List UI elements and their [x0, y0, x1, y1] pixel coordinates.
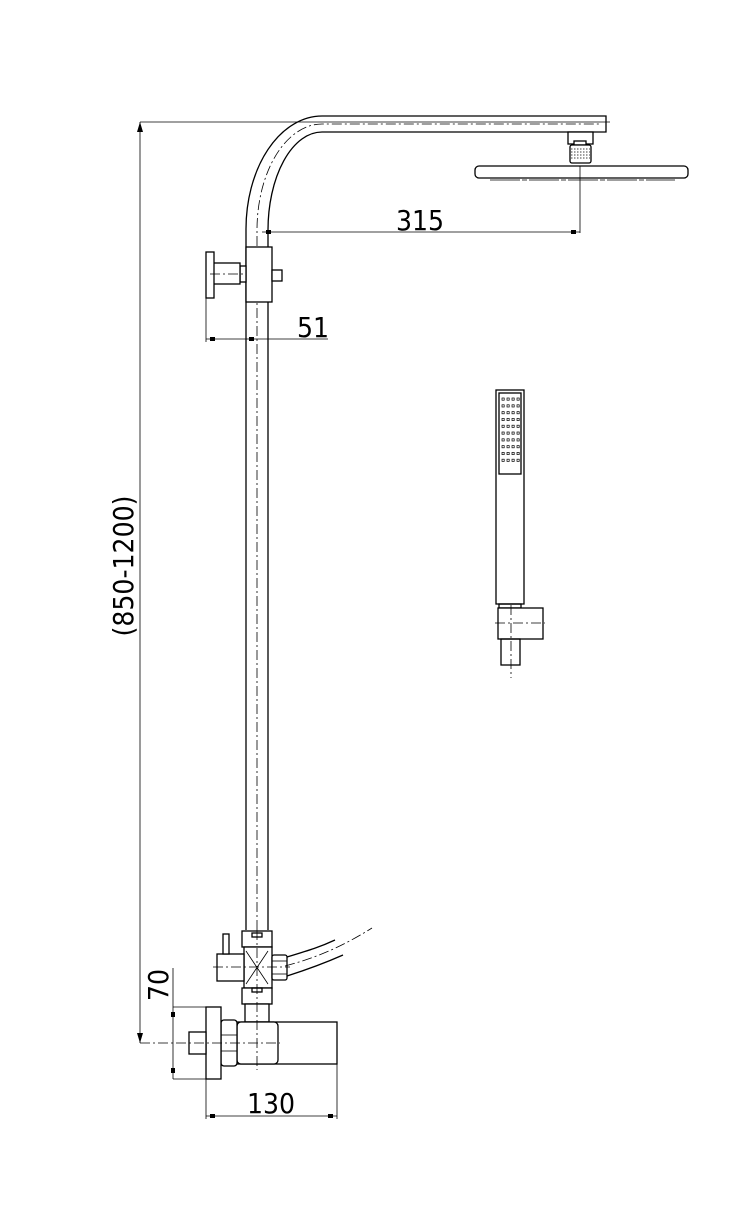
spray-nozzle — [501, 424, 505, 428]
spray-nozzle — [511, 397, 515, 401]
spray-nozzle — [516, 452, 520, 455]
valve-width-label: 130 — [247, 1087, 295, 1120]
diverter-offset-label: 51 — [297, 311, 329, 344]
spray-nozzle — [516, 418, 520, 421]
riser-pipe — [245, 115, 607, 930]
diverter-offset-dimension: 51 — [205, 298, 329, 344]
spray-nozzle — [511, 452, 515, 455]
spray-nozzle — [501, 411, 505, 415]
spray-nozzle — [506, 458, 510, 462]
height-dimension: (850-1200) — [107, 121, 610, 1043]
inlet-height-label: 70 — [142, 969, 175, 1001]
arm-reach-label: 315 — [396, 204, 444, 237]
spray-nozzle — [511, 438, 515, 442]
diverter-valve — [205, 246, 283, 303]
spray-nozzle — [516, 431, 520, 435]
spray-nozzle — [501, 452, 505, 455]
spray-nozzle — [516, 458, 520, 462]
spray-nozzle — [506, 404, 510, 408]
height-range-label: (850-1200) — [107, 496, 140, 637]
spray-nozzle — [506, 452, 510, 455]
spray-nozzle — [511, 445, 515, 449]
spray-nozzle — [511, 411, 515, 415]
rain-shower-head — [474, 131, 689, 181]
spray-nozzle — [511, 418, 515, 421]
spray-nozzle — [516, 424, 520, 428]
inlet-height-dimension: 70 — [142, 968, 206, 1080]
mixer-tee — [213, 927, 373, 1023]
spray-nozzle — [501, 458, 505, 462]
spray-nozzle — [516, 397, 520, 401]
spray-nozzle — [511, 424, 515, 428]
spray-nozzle — [506, 418, 510, 421]
spray-nozzle — [511, 404, 515, 408]
spray-nozzle — [501, 418, 505, 421]
arm-reach-dimension: 315 — [262, 166, 581, 237]
hand-shower — [495, 389, 545, 678]
spray-nozzle — [516, 438, 520, 442]
spray-nozzle — [501, 397, 505, 401]
spray-nozzle — [506, 438, 510, 442]
spray-nozzle — [501, 445, 505, 449]
spray-nozzle — [506, 445, 510, 449]
spray-nozzle — [501, 404, 505, 408]
spray-nozzle — [516, 445, 520, 449]
spray-nozzle — [506, 397, 510, 401]
spray-nozzle — [511, 458, 515, 462]
angle-valve — [140, 930, 338, 1080]
valve-width-dimension: 130 — [205, 1064, 338, 1120]
spray-nozzle — [511, 431, 515, 435]
spray-nozzle — [516, 411, 520, 415]
spray-nozzle — [506, 431, 510, 435]
spray-nozzle — [516, 404, 520, 408]
spray-nozzle — [501, 438, 505, 442]
spray-nozzle — [501, 431, 505, 435]
spray-nozzle — [506, 424, 510, 428]
spray-nozzle — [506, 411, 510, 415]
